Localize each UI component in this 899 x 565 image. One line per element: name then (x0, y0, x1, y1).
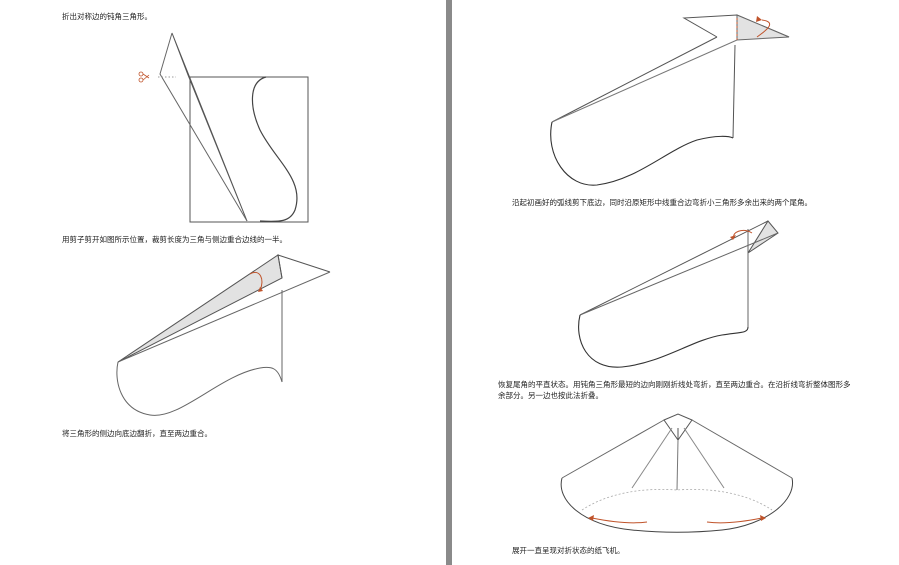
caption-step-5: 恢复尾角的平直状态。用钝角三角形最短的边向刚刚折线处弯折，直至两边重合。在沿折线… (498, 380, 851, 400)
scissors-icon (138, 71, 149, 83)
figure-restore-tail (572, 215, 782, 375)
caption-step-2: 用剪子剪开如图所示位置，裁剪长度为三角与侧边重合边线的一半。 (62, 235, 287, 244)
figure-unfolded-plane (552, 410, 802, 540)
page-divider (446, 0, 452, 565)
caption-step-3: 将三角形的侧边向底边翻折，直至两边重合。 (62, 429, 212, 438)
figure-fold-side (110, 250, 340, 420)
figure-obtuse-triangle (138, 30, 320, 230)
caption-step-6: 展开一直呈现对折状态的纸飞机。 (512, 546, 625, 555)
caption-step-4: 沿起初画好的弧线剪下底边，同时沿原矩形中线重合边弯折小三角形多余出来的两个尾角。 (512, 198, 812, 207)
caption-step-1: 折出对称边的钝角三角形。 (62, 12, 152, 21)
figure-cut-bottom (547, 10, 807, 190)
left-page: 折出对称边的钝角三角形。 用剪子剪开如图所示位置，裁剪长度为三角与侧边重合边线的… (0, 0, 446, 565)
right-page: 沿起初画好的弧线剪下底边，同时沿原矩形中线重合边弯折小三角形多余出来的两个尾角。… (452, 0, 899, 565)
